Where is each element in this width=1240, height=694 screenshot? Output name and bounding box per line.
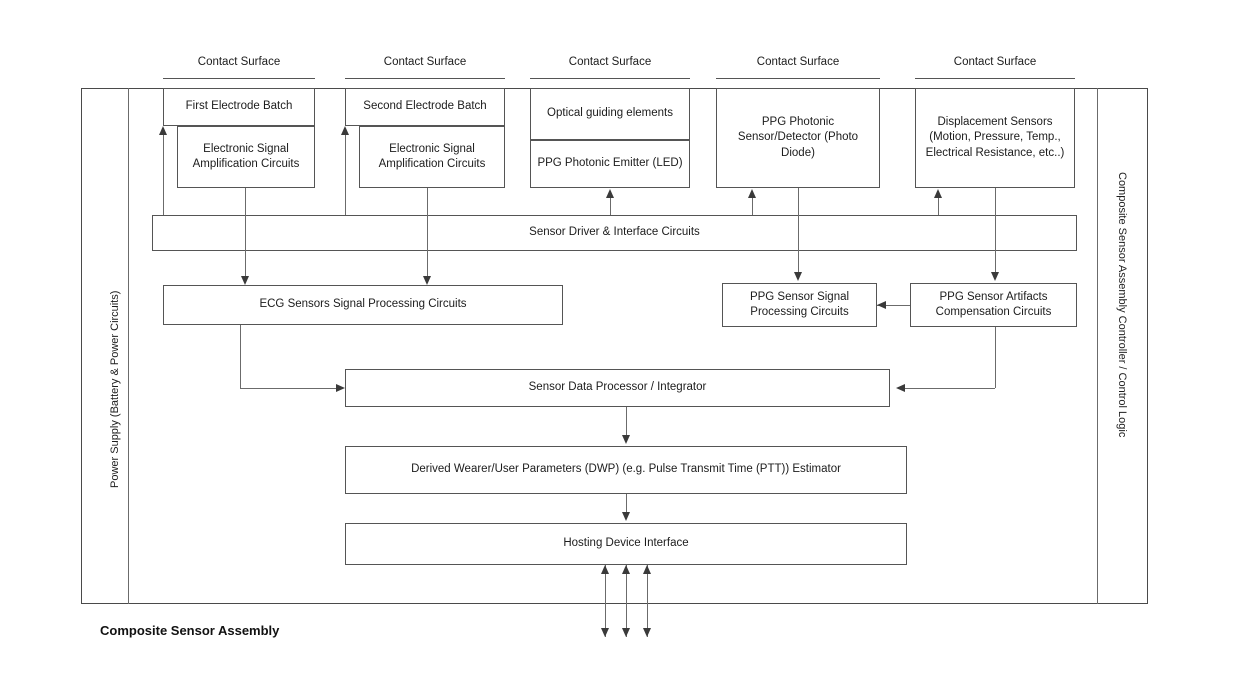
block-sensor-driver-interface-circuits[interactable]: Sensor Driver & Interface Circuits [152, 215, 1077, 251]
block-ppg-photonic-emitter[interactable]: PPG Photonic Emitter (LED) [530, 140, 690, 188]
connector-ecg-to-integrator-horizontal [240, 388, 339, 389]
arrowhead-artifacts-to-integrator [896, 383, 905, 392]
block-ecg-signal-processing-circuits[interactable]: ECG Sensors Signal Processing Circuits [163, 285, 563, 325]
connector-displacement-to-ppg-artifacts [995, 188, 996, 276]
connector-artifacts-to-integrator-horizontal [899, 388, 995, 389]
block-first-electrode-batch[interactable]: First Electrode Batch [163, 88, 315, 126]
contact-surface-label-3: Contact Surface [568, 56, 652, 68]
contact-surface-label-5: Contact Surface [953, 56, 1037, 68]
block-displacement-sensors[interactable]: Displacement Sensors (Motion, Pressure, … [915, 88, 1075, 188]
arrowhead-amp1-to-ecg [240, 276, 249, 285]
arrowhead-driver-to-displacement [933, 189, 942, 198]
connector-driver-to-ppg-emitter [610, 196, 611, 215]
contact-surface-rule-4 [716, 78, 880, 79]
contact-surface-label-1: Contact Surface [197, 56, 281, 68]
connector-artifacts-to-ppg-processing [877, 305, 910, 306]
connector-detector-to-ppg-processing [798, 188, 799, 276]
arrowhead-ecg-to-integrator [336, 383, 345, 392]
arrowhead-displacement-to-ppg-artifacts [990, 272, 999, 281]
power-supply-rail-divider [128, 88, 129, 604]
controller-rail-label: Composite Sensor Assembly Controller / C… [1116, 172, 1128, 438]
block-ppg-artifacts-compensation-circuits[interactable]: PPG Sensor Artifacts Compensation Circui… [910, 283, 1077, 327]
block-ppg-photonic-sensor-detector[interactable]: PPG Photonic Sensor/Detector (Photo Diod… [716, 88, 880, 188]
contact-surface-rule-5 [915, 78, 1075, 79]
connector-amp2-to-ecg [427, 188, 428, 282]
block-electronic-signal-amplification-circuits-2[interactable]: Electronic Signal Amplification Circuits [359, 126, 505, 188]
arrowhead-driver-to-electrode1 [158, 126, 167, 135]
arrowhead-amp2-to-ecg [422, 276, 431, 285]
arrowhead-host-external-1-up [600, 565, 609, 574]
arrowhead-driver-to-ppg-emitter [605, 189, 614, 198]
connector-driver-to-electrode2 [345, 132, 346, 215]
connector-artifacts-to-integrator-vertical [995, 327, 996, 388]
contact-surface-label-2: Contact Surface [383, 56, 467, 68]
power-supply-rail-label: Power Supply (Battery & Power Circuits) [109, 290, 121, 488]
contact-surface-rule-1 [163, 78, 315, 79]
arrowhead-driver-to-ppg-detector [747, 189, 756, 198]
connector-driver-to-electrode1 [163, 132, 164, 215]
connector-driver-to-displacement [938, 196, 939, 215]
connector-host-external-3 [647, 565, 648, 637]
connector-dwp-to-hosting [626, 494, 627, 516]
contact-surface-label-4: Contact Surface [756, 56, 840, 68]
arrowhead-host-external-1-down [600, 628, 609, 637]
arrowhead-host-external-2-down [621, 628, 630, 637]
block-hosting-device-interface[interactable]: Hosting Device Interface [345, 523, 907, 565]
block-sensor-data-processor-integrator[interactable]: Sensor Data Processor / Integrator [345, 369, 890, 407]
arrowhead-integrator-to-dwp [621, 435, 630, 444]
controller-rail-divider [1097, 88, 1098, 604]
block-dwp-estimator[interactable]: Derived Wearer/User Parameters (DWP) (e.… [345, 446, 907, 494]
arrowhead-driver-to-electrode2 [340, 126, 349, 135]
contact-surface-rule-3 [530, 78, 690, 79]
block-electronic-signal-amplification-circuits-1[interactable]: Electronic Signal Amplification Circuits [177, 126, 315, 188]
block-ppg-signal-processing-circuits[interactable]: PPG Sensor Signal Processing Circuits [722, 283, 877, 327]
contact-surface-rule-2 [345, 78, 505, 79]
block-second-electrode-batch[interactable]: Second Electrode Batch [345, 88, 505, 126]
arrowhead-host-external-2-up [621, 565, 630, 574]
connector-integrator-to-dwp [626, 407, 627, 439]
connector-driver-to-ppg-detector [752, 196, 753, 215]
arrowhead-artifacts-to-ppg-processing [877, 300, 886, 309]
connector-amp1-to-ecg [245, 188, 246, 282]
connector-host-external-1 [605, 565, 606, 637]
diagram-caption: Composite Sensor Assembly [100, 623, 280, 638]
arrowhead-dwp-to-hosting [621, 512, 630, 521]
arrowhead-detector-to-ppg-processing [793, 272, 802, 281]
arrowhead-host-external-3-down [642, 628, 651, 637]
arrowhead-host-external-3-up [642, 565, 651, 574]
block-optical-guiding-elements[interactable]: Optical guiding elements [530, 88, 690, 140]
connector-host-external-2 [626, 565, 627, 637]
connector-ecg-to-integrator-vertical [240, 325, 241, 388]
